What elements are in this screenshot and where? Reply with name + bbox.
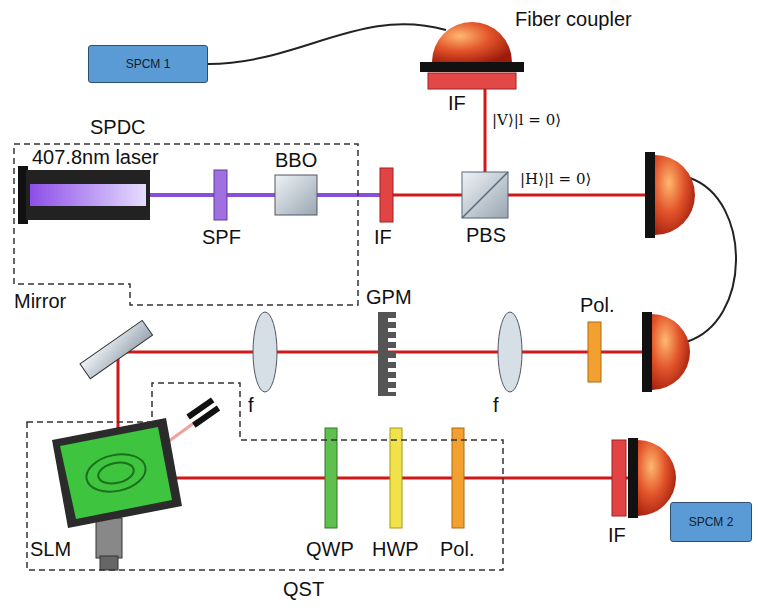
slm-body — [52, 418, 182, 528]
component-label: IF — [448, 92, 466, 114]
pump-beam — [150, 193, 380, 197]
beam — [393, 194, 645, 197]
component-label: QWP — [306, 538, 354, 560]
slm-hologram — [96, 459, 135, 486]
slm-hologram — [83, 449, 149, 497]
fiber-coupler — [432, 22, 512, 62]
dashed-outline — [14, 144, 358, 305]
region-outline — [12, 112, 360, 308]
component-label: Fiber coupler — [515, 8, 632, 30]
fiber-coupler — [652, 314, 690, 390]
component-label: IF — [608, 524, 626, 546]
beam-block — [192, 406, 220, 428]
detector-box: SPCM 2 — [670, 502, 752, 542]
component-label: IF — [374, 226, 392, 248]
mirror — [80, 320, 153, 378]
region-outline — [25, 380, 507, 606]
component-label: HWP — [372, 538, 419, 560]
component-label: Mirror — [14, 290, 66, 312]
dashed-region: QST — [25, 380, 507, 606]
gpm-steps — [388, 312, 396, 396]
detector-label: SPCM 1 — [126, 57, 171, 71]
region-title: SPDC — [90, 116, 146, 138]
slm-knob — [100, 556, 118, 570]
coupler-plate — [420, 62, 524, 72]
component-label: Pol. — [440, 538, 474, 560]
slm-mount — [96, 518, 122, 558]
laser — [26, 170, 150, 220]
component-label: f — [493, 394, 499, 416]
if-filter — [428, 73, 516, 89]
spf-filter — [214, 170, 227, 220]
component-label: SPF — [202, 226, 241, 248]
dashed-region: SPDC — [12, 112, 360, 308]
if-filter — [380, 168, 393, 222]
fiber-coupler — [655, 155, 695, 235]
component-label: GPM — [366, 286, 412, 308]
component-label: f — [248, 394, 254, 416]
gpm-plate — [378, 312, 388, 396]
hwp-plate — [390, 428, 402, 528]
bbo-crystal — [275, 175, 317, 215]
region-title: QST — [283, 578, 324, 600]
dashed-outline — [27, 383, 503, 570]
qwp-plate — [325, 428, 337, 528]
component-label: Pol. — [580, 294, 614, 316]
state-label: |H⟩|l = 0⟩ — [520, 171, 591, 188]
lens — [253, 312, 277, 392]
component-label: 407.8nm laser — [32, 146, 159, 168]
fiber — [208, 24, 446, 64]
coupler-plate — [628, 438, 638, 518]
pbs-cube — [462, 172, 508, 218]
state-label: |V⟩|l = 0⟩ — [492, 112, 561, 129]
detector-label: SPCM 2 — [689, 515, 734, 529]
laser-aperture — [30, 184, 146, 206]
detector-box: SPCM 1 — [88, 45, 208, 83]
if-filter — [612, 440, 626, 516]
component-label: BBO — [275, 149, 317, 171]
coupler-plate — [642, 312, 652, 392]
polarizer — [452, 428, 464, 528]
slm-screen — [60, 427, 172, 519]
coupler-plate — [645, 152, 655, 238]
lens — [498, 312, 522, 392]
component-label: SLM — [30, 538, 71, 560]
pbs-diagonal — [462, 172, 508, 218]
component-label: PBS — [466, 224, 506, 246]
polarizer — [588, 322, 601, 382]
